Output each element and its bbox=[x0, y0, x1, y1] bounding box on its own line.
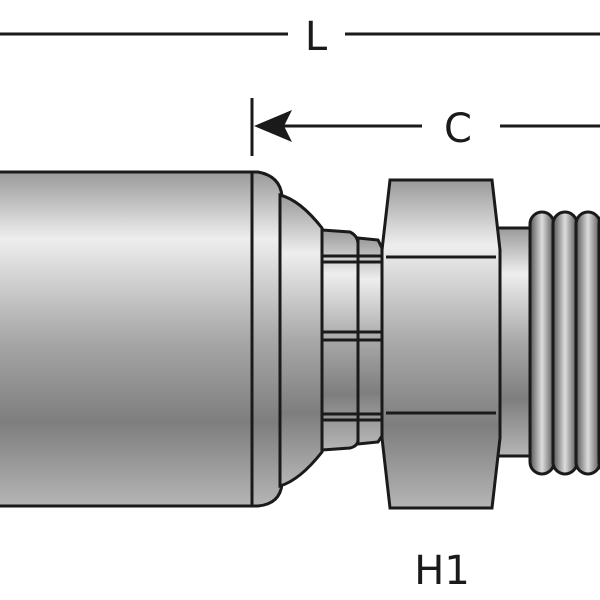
dimension-l-label: L bbox=[305, 14, 328, 60]
arrow-left-icon bbox=[254, 110, 292, 142]
dimension-l: L bbox=[0, 14, 600, 60]
dimension-c: C bbox=[250, 98, 600, 156]
hex-label: H1 bbox=[414, 548, 470, 594]
hex-nut bbox=[380, 178, 502, 510]
ferrule bbox=[0, 170, 284, 508]
dimension-c-label: C bbox=[444, 106, 472, 152]
threaded-end bbox=[493, 210, 600, 476]
collar bbox=[278, 193, 384, 489]
